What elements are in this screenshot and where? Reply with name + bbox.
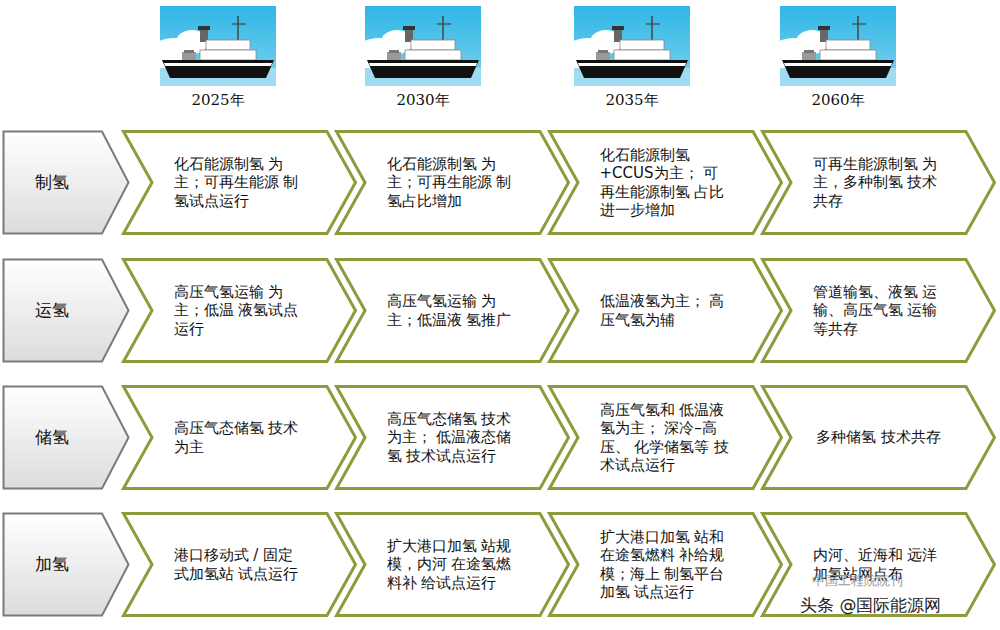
year-label: 2025年 bbox=[191, 91, 244, 110]
stage-text: 化石能源制氢 为主；可再生能源 制氢试点运行 bbox=[174, 155, 306, 210]
row-label-arrow: 加氢 bbox=[2, 512, 130, 617]
chevron-polygon bbox=[124, 387, 356, 489]
row-arrow-polygon bbox=[4, 387, 129, 489]
stage-chevron: 高压气态储氢 技术为主； 低温液态储氢 技术试点运行 bbox=[335, 385, 570, 490]
stage-chevron: 低温液氢为主； 高压气氢为辅 bbox=[548, 258, 783, 363]
chevron-polygon bbox=[337, 260, 569, 362]
chevron-outline bbox=[122, 385, 357, 490]
row-label-arrow: 储氢 bbox=[2, 385, 130, 490]
row-title: 储氢 bbox=[35, 427, 69, 448]
stage-chevron: 港口移动式 / 固定式加氢站 试点运行 bbox=[122, 512, 357, 617]
stage-chevron: 化石能源制氢 为主；可再生能源 制氢占比增加 bbox=[335, 130, 570, 235]
stage-chevron: 化石能源制氢 +CCUS为主； 可再生能源制氢 占比进一步增加 bbox=[548, 130, 783, 235]
chevron-polygon bbox=[550, 132, 782, 234]
stage-chevron: 高压气氢运输 为主；低温 液氢试点运行 bbox=[122, 258, 357, 363]
stage-text: 高压气态储氢 技术为主； 低温液态储氢 技术试点运行 bbox=[387, 410, 519, 465]
row-title: 运氢 bbox=[35, 300, 69, 321]
row-arrow-polygon bbox=[4, 132, 129, 234]
watermark: 中国工程院院刊 bbox=[812, 572, 903, 590]
stage-text: 高压气氢运输 为主；低温液 氢推广 bbox=[387, 292, 519, 329]
stage-text: 可再生能源制氢 为主，多种制氢 技术共存 bbox=[813, 155, 945, 210]
chevron-polygon bbox=[550, 387, 782, 489]
year-label: 2030年 bbox=[396, 91, 449, 110]
stage-text: 化石能源制氢 为主；可再生能源 制氢占比增加 bbox=[387, 155, 519, 210]
stage-chevron: 多种储氢 技术共存 bbox=[761, 385, 996, 490]
chevron-polygon bbox=[763, 132, 995, 234]
stage-text: 高压气氢和 低温液氢为主； 深冷–高压、 化学储氢等 技术试点运行 bbox=[600, 401, 732, 474]
stage-text: 管道输氢、液氢 运输、高压气氢 运输等共存 bbox=[813, 283, 945, 338]
stage-chevron: 可再生能源制氢 为主，多种制氢 技术共存 bbox=[761, 130, 996, 235]
chevron-polygon bbox=[550, 260, 782, 362]
stage-text: 扩大港口加氢 站和在途氢燃料 补给规模；海上 制氢平台加氢 试点运行 bbox=[600, 528, 732, 601]
chevron-polygon bbox=[337, 514, 569, 616]
row-title: 加氢 bbox=[35, 554, 69, 575]
stage-text: 低温液氢为主； 高压气氢为辅 bbox=[600, 292, 732, 329]
stage-chevron: 高压气态储氢 技术为主 bbox=[122, 385, 357, 490]
chevron-polygon bbox=[337, 132, 569, 234]
stage-chevron: 管道输氢、液氢 运输、高压气氢 运输等共存 bbox=[761, 258, 996, 363]
chevron-polygon bbox=[763, 387, 995, 489]
watermark: 头条 @国际能源网 bbox=[800, 594, 941, 617]
stage-chevron: 高压气氢和 低温液氢为主； 深冷–高压、 化学储氢等 技术试点运行 bbox=[548, 385, 783, 490]
stage-chevron: 高压气氢运输 为主；低温液 氢推广 bbox=[335, 258, 570, 363]
stage-text: 化石能源制氢 +CCUS为主； 可再生能源制氢 占比进一步增加 bbox=[600, 146, 732, 219]
stage-chevron: 扩大港口加氢 站和在途氢燃料 补给规模；海上 制氢平台加氢 试点运行 bbox=[548, 512, 783, 617]
row-title: 制氢 bbox=[35, 172, 69, 193]
year-label: 2035年 bbox=[605, 91, 658, 110]
year-label: 2060年 bbox=[811, 91, 864, 110]
stage-chevron: 化石能源制氢 为主；可再生能源 制氢试点运行 bbox=[122, 130, 357, 235]
row-label-arrow: 制氢 bbox=[2, 130, 130, 235]
chevron-polygon bbox=[124, 132, 356, 234]
chevron-polygon bbox=[337, 387, 569, 489]
stage-text: 扩大港口加氢 站规模，内河 在途氢燃料补 给试点运行 bbox=[387, 537, 519, 592]
stage-text: 多种储氢 技术共存 bbox=[816, 428, 941, 446]
chevron-polygon bbox=[124, 514, 356, 616]
row-arrow-polygon bbox=[4, 260, 129, 362]
chevron-polygon bbox=[550, 514, 782, 616]
stage-chevron: 扩大港口加氢 站规模，内河 在途氢燃料补 给试点运行 bbox=[335, 512, 570, 617]
stage-text: 港口移动式 / 固定式加氢站 试点运行 bbox=[174, 546, 306, 583]
stage-text: 高压气态储氢 技术为主 bbox=[174, 419, 306, 456]
row-arrow-polygon bbox=[4, 514, 129, 616]
stage-text: 高压气氢运输 为主；低温 液氢试点运行 bbox=[174, 283, 306, 338]
chevron-polygon bbox=[124, 260, 356, 362]
chevron-polygon bbox=[763, 260, 995, 362]
row-label-arrow: 运氢 bbox=[2, 258, 130, 363]
